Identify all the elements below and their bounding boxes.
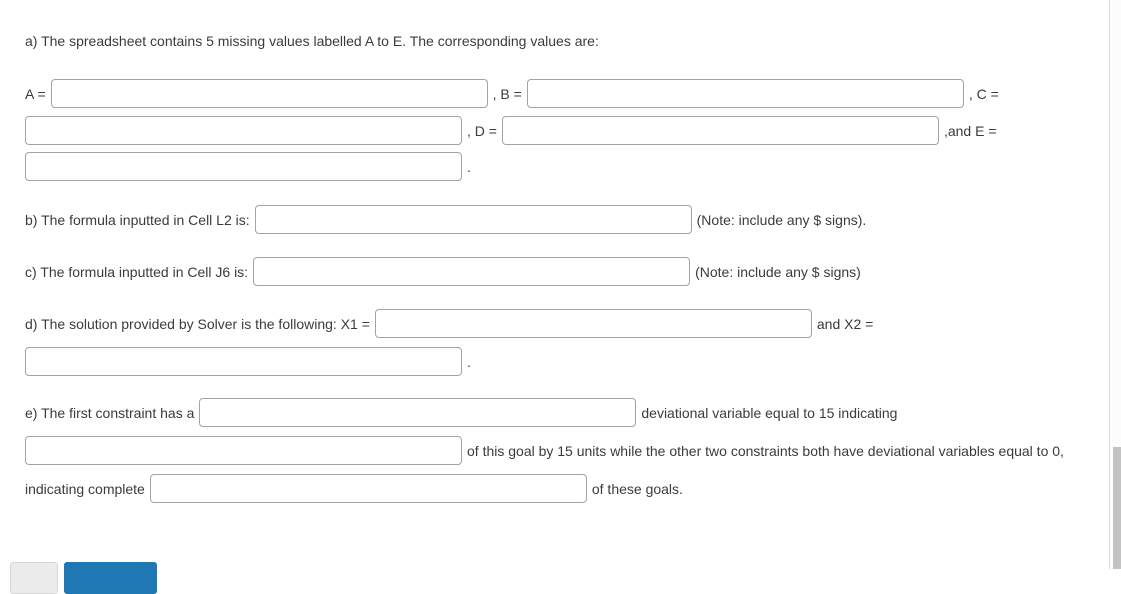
part-c-prompt: c) The formula inputted in Cell J6 is: <box>25 263 249 280</box>
part-c-line: c) The formula inputted in Cell J6 is: (… <box>25 257 861 286</box>
answer-e-input[interactable] <box>25 152 462 181</box>
part-a-period: . <box>467 158 471 175</box>
part-a-label-b: , B = <box>492 85 522 102</box>
e-blank3-input[interactable] <box>149 474 587 503</box>
part-e-line-2: of this goal by 15 units while the other… <box>25 436 1064 465</box>
part-d-prompt: d) The solution provided by Solver is th… <box>25 315 370 332</box>
part-e-prompt: e) The first constraint has a <box>25 404 195 421</box>
part-b-prompt: b) The formula inputted in Cell L2 is: <box>25 211 250 228</box>
secondary-button[interactable] <box>10 562 58 594</box>
part-c-note: (Note: include any $ signs) <box>695 263 861 280</box>
e-blank2-input[interactable] <box>25 436 462 465</box>
part-e-after-blank3: of these goals. <box>591 480 683 497</box>
part-e-line-1: e) The first constraint has a deviationa… <box>25 398 897 427</box>
part-a-line-1: A = , B = , C = <box>25 79 999 108</box>
part-a-intro: a) The spreadsheet contains 5 missing va… <box>25 33 599 49</box>
part-b-note: (Note: include any $ signs). <box>696 211 867 228</box>
scrollbar[interactable] <box>1112 0 1121 569</box>
x1-input[interactable] <box>374 309 812 338</box>
answer-d-input[interactable] <box>501 116 939 145</box>
part-b-line: b) The formula inputted in Cell L2 is: (… <box>25 205 866 234</box>
part-d-period: . <box>467 353 471 370</box>
part-a-label-d: , D = <box>467 122 497 139</box>
part-d-and-x2: and X2 = <box>816 315 874 332</box>
content-divider <box>1109 0 1110 569</box>
part-a-line-2: , D = ,and E = <box>25 116 997 145</box>
formula-j6-input[interactable] <box>253 257 691 286</box>
answer-c-input[interactable] <box>25 116 462 145</box>
part-e-after-blank1: deviational variable equal to 15 indicat… <box>641 404 898 421</box>
button-row <box>10 562 157 594</box>
part-e-line-3: indicating complete of these goals. <box>25 474 683 503</box>
answer-b-input[interactable] <box>526 79 964 108</box>
scrollbar-thumb[interactable] <box>1113 447 1121 569</box>
formula-l2-input[interactable] <box>254 205 692 234</box>
part-e-after-blank2: of this goal by 15 units while the other… <box>467 442 1064 459</box>
primary-button[interactable] <box>64 562 157 594</box>
part-a-label-a: A = <box>25 85 46 102</box>
answer-a-input[interactable] <box>50 79 488 108</box>
x2-input[interactable] <box>25 347 462 376</box>
part-d-line-1: d) The solution provided by Solver is th… <box>25 309 873 338</box>
part-d-line-2: . <box>25 347 471 376</box>
part-a-label-c: , C = <box>968 85 999 102</box>
e-blank1-input[interactable] <box>199 398 637 427</box>
part-a-label-e: ,and E = <box>943 122 997 139</box>
part-e-before-blank3: indicating complete <box>25 480 145 497</box>
part-a-line-3: . <box>25 152 471 181</box>
